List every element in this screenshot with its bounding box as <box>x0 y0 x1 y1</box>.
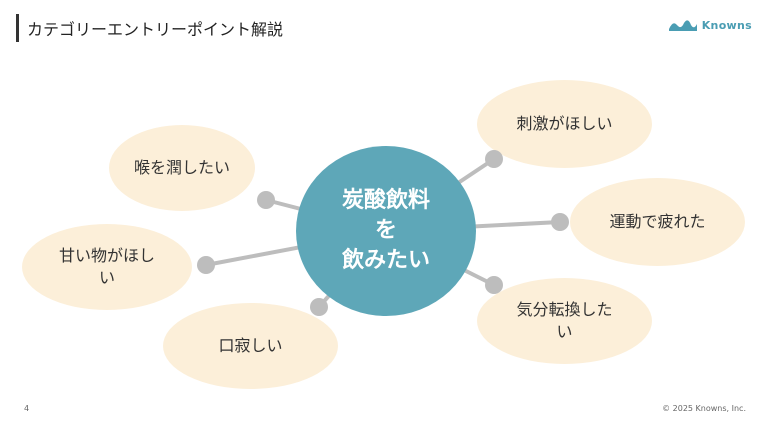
center-label: 炭酸飲料 を 飲みたい <box>326 186 446 276</box>
node-label: 喉を潤したい <box>133 158 230 177</box>
connector-dot <box>485 276 503 294</box>
brand-logo: Knowns <box>668 18 752 32</box>
node-label: 甘い物がほしい <box>58 246 155 287</box>
knowns-wave-icon <box>668 20 697 31</box>
connector-dot <box>485 150 503 168</box>
node-label: 口寂しい <box>218 336 283 355</box>
connector-dot <box>310 298 328 316</box>
center-line: 飲みたい <box>341 248 430 273</box>
page-header: カテゴリーエントリーポイント解説 <box>16 14 283 42</box>
node-label: 気分転換したい <box>516 300 613 341</box>
page-title: カテゴリーエントリーポイント解説 <box>27 20 284 39</box>
page-number: 4 <box>24 404 30 413</box>
node-quench-thirst: 喉を潤したい <box>109 125 255 211</box>
logo-text: Knowns <box>701 18 752 32</box>
connector-dot <box>551 213 569 231</box>
center-line: 炭酸飲料 <box>341 188 430 213</box>
center-node: 炭酸飲料 を 飲みたい <box>296 146 476 316</box>
node-label: 運動で疲れた <box>609 212 706 231</box>
center-line: を <box>374 218 397 243</box>
connector-dot <box>257 191 275 209</box>
node-want-stimulus: 刺激がほしい <box>477 80 652 168</box>
connector-dot <box>197 256 215 274</box>
node-label: 刺激がほしい <box>516 114 613 133</box>
node-tired-exercise: 運動で疲れた <box>570 178 745 266</box>
node-mouth-lonely: 口寂しい <box>163 303 338 389</box>
copyright: © 2025 Knowns, Inc. <box>662 404 746 413</box>
node-change-mood: 気分転換したい <box>477 278 652 364</box>
node-want-sweets: 甘い物がほしい <box>22 224 192 310</box>
